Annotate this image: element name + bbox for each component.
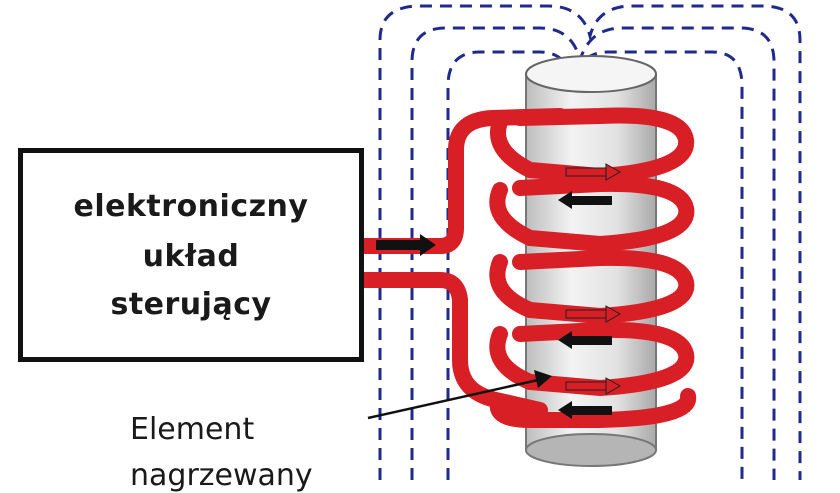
arrow-red-2	[565, 305, 622, 323]
coil-turn-2	[489, 175, 695, 253]
coil-turn-5	[489, 388, 697, 428]
induction-heating-diagram	[357, 4, 802, 480]
element-label-line2: nagrzewany	[130, 458, 313, 493]
label-pointer-arrow	[367, 370, 552, 420]
arrow-red-1	[565, 163, 622, 181]
current-arrows	[376, 163, 622, 419]
controller-label-line2: układ	[142, 239, 240, 274]
element-label-line1: Element	[130, 412, 255, 447]
arrow-black-1	[558, 191, 612, 209]
coil-turn-1	[490, 107, 695, 185]
coil-lead-bottom	[357, 272, 548, 418]
field-line-inner	[446, 50, 744, 480]
arrow-black-2	[558, 331, 612, 349]
coil-lead-top	[357, 108, 568, 254]
controller-label-line3: sterujący	[110, 287, 272, 322]
controller-label-line1: elektroniczny	[73, 189, 309, 224]
arrow-red-3	[565, 377, 622, 395]
field-line-outer	[378, 4, 802, 480]
induction-coil	[357, 107, 697, 428]
arrow-black-3	[558, 401, 612, 419]
coil-turn-4	[489, 321, 695, 397]
cylinder-top	[525, 55, 657, 93]
coil-turn-3	[489, 249, 695, 325]
controller-box: elektroniczny układ sterujący	[18, 148, 364, 362]
arrow-lead-black	[376, 234, 436, 256]
